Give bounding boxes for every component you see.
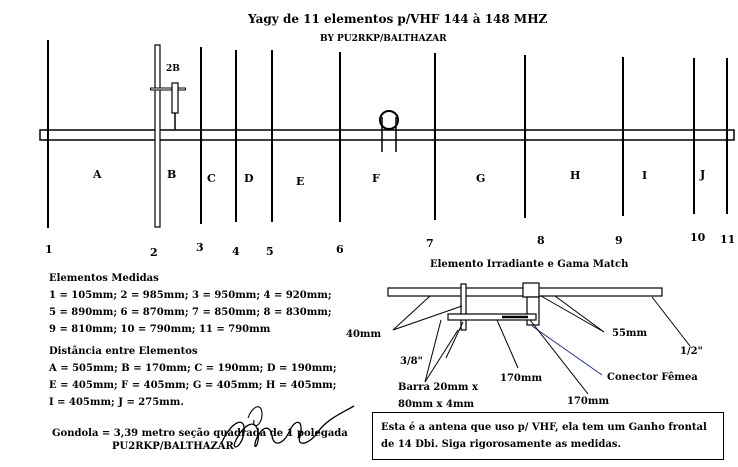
gamma-label: 2B bbox=[166, 64, 180, 74]
leader-40-b bbox=[392, 305, 463, 331]
detail-label-40mm: 40mm bbox=[346, 329, 382, 340]
boom bbox=[39, 129, 735, 141]
measures-line: 1 = 105mm; 2 = 985mm; 3 = 950mm; 4 = 920… bbox=[49, 290, 332, 301]
element-number: 6 bbox=[336, 243, 344, 256]
leader-55-b bbox=[554, 295, 605, 333]
distance-line: E = 405mm; F = 405mm; G = 405mm; H = 405… bbox=[49, 380, 337, 391]
detail-connector-body bbox=[526, 296, 540, 326]
distance-title: Distância entre Elementos bbox=[49, 346, 198, 357]
note-box: Esta é a antena que uso p/ VHF, ela tem … bbox=[372, 412, 724, 460]
leader-170b bbox=[529, 319, 589, 395]
leader-half bbox=[651, 296, 691, 347]
segment-label: J bbox=[700, 168, 706, 181]
detail-clamp-left bbox=[460, 283, 467, 331]
element-number: 11 bbox=[720, 233, 736, 246]
leader-barra-b bbox=[424, 329, 459, 383]
element-number: 2 bbox=[150, 246, 158, 259]
distance-line: A = 505mm; B = 170mm; C = 190mm; D = 190… bbox=[49, 363, 337, 374]
segment-label: H bbox=[570, 169, 581, 182]
leader-40-a bbox=[392, 295, 431, 331]
element-number: 8 bbox=[537, 234, 545, 247]
element-number: 1 bbox=[45, 243, 53, 256]
detail-label-barra: Barra 20mm x bbox=[398, 382, 478, 393]
gondola-line: Gondola = 3,39 metro seção quadrada de 1… bbox=[52, 428, 348, 439]
detail-connector-block bbox=[522, 282, 540, 298]
element-number: 10 bbox=[690, 231, 706, 244]
segment-label: B bbox=[167, 168, 177, 181]
detail-label-barra-size: 80mm x 4mm bbox=[398, 399, 475, 410]
leader-barra-a bbox=[424, 319, 442, 383]
segment-label: E bbox=[296, 175, 305, 188]
leader-170a bbox=[496, 319, 519, 369]
leader-38 bbox=[445, 321, 464, 359]
detail-label-55mm: 55mm bbox=[612, 328, 648, 339]
gamma-rod bbox=[171, 82, 179, 114]
detail-label-170mm-b: 170mm bbox=[567, 396, 610, 407]
page-subtitle: BY PU2RKP/BALTHAZAR bbox=[320, 34, 447, 44]
element-number: 3 bbox=[196, 241, 204, 254]
segment-label: G bbox=[476, 172, 486, 185]
detail-gamma-rod bbox=[447, 313, 537, 321]
detail-label-three-eighths: 3/8" bbox=[400, 356, 423, 367]
segment-label: C bbox=[207, 172, 216, 185]
coax-ring bbox=[379, 110, 399, 130]
leader-connector bbox=[531, 325, 603, 376]
segment-label: A bbox=[93, 168, 102, 181]
detail-label-connector: Conector Fêmea bbox=[607, 372, 698, 383]
element-number: 7 bbox=[426, 237, 434, 250]
signature-line: PU2RKP/BALTHAZAR bbox=[112, 441, 234, 452]
element-number: 5 bbox=[266, 245, 274, 258]
element-number: 9 bbox=[615, 234, 623, 247]
distance-line: I = 405mm; J = 275mm. bbox=[49, 397, 184, 408]
detail-title: Elemento Irradiante e Gama Match bbox=[430, 259, 629, 270]
signature-loop bbox=[247, 406, 263, 427]
segment-label: I bbox=[642, 169, 648, 182]
note-text: Esta é a antena que uso p/ VHF, ela tem … bbox=[381, 422, 707, 450]
element-number: 4 bbox=[232, 245, 240, 258]
detail-label-half-inch: 1/2" bbox=[680, 346, 703, 357]
leader-55-a bbox=[540, 295, 605, 333]
page-title: Yagy de 11 elementos p/VHF 144 à 148 MHZ bbox=[248, 12, 548, 26]
signature-mark bbox=[221, 405, 355, 448]
measures-line: 9 = 810mm; 10 = 790mm; 11 = 790mm bbox=[49, 324, 271, 335]
detail-label-170mm: 170mm bbox=[500, 373, 543, 384]
measures-title: Elementos Medidas bbox=[49, 273, 159, 284]
element-2 bbox=[154, 44, 161, 228]
measures-line: 5 = 890mm; 6 = 870mm; 7 = 850mm; 8 = 830… bbox=[49, 307, 332, 318]
segment-label: F bbox=[372, 172, 380, 185]
segment-label: D bbox=[244, 172, 254, 185]
